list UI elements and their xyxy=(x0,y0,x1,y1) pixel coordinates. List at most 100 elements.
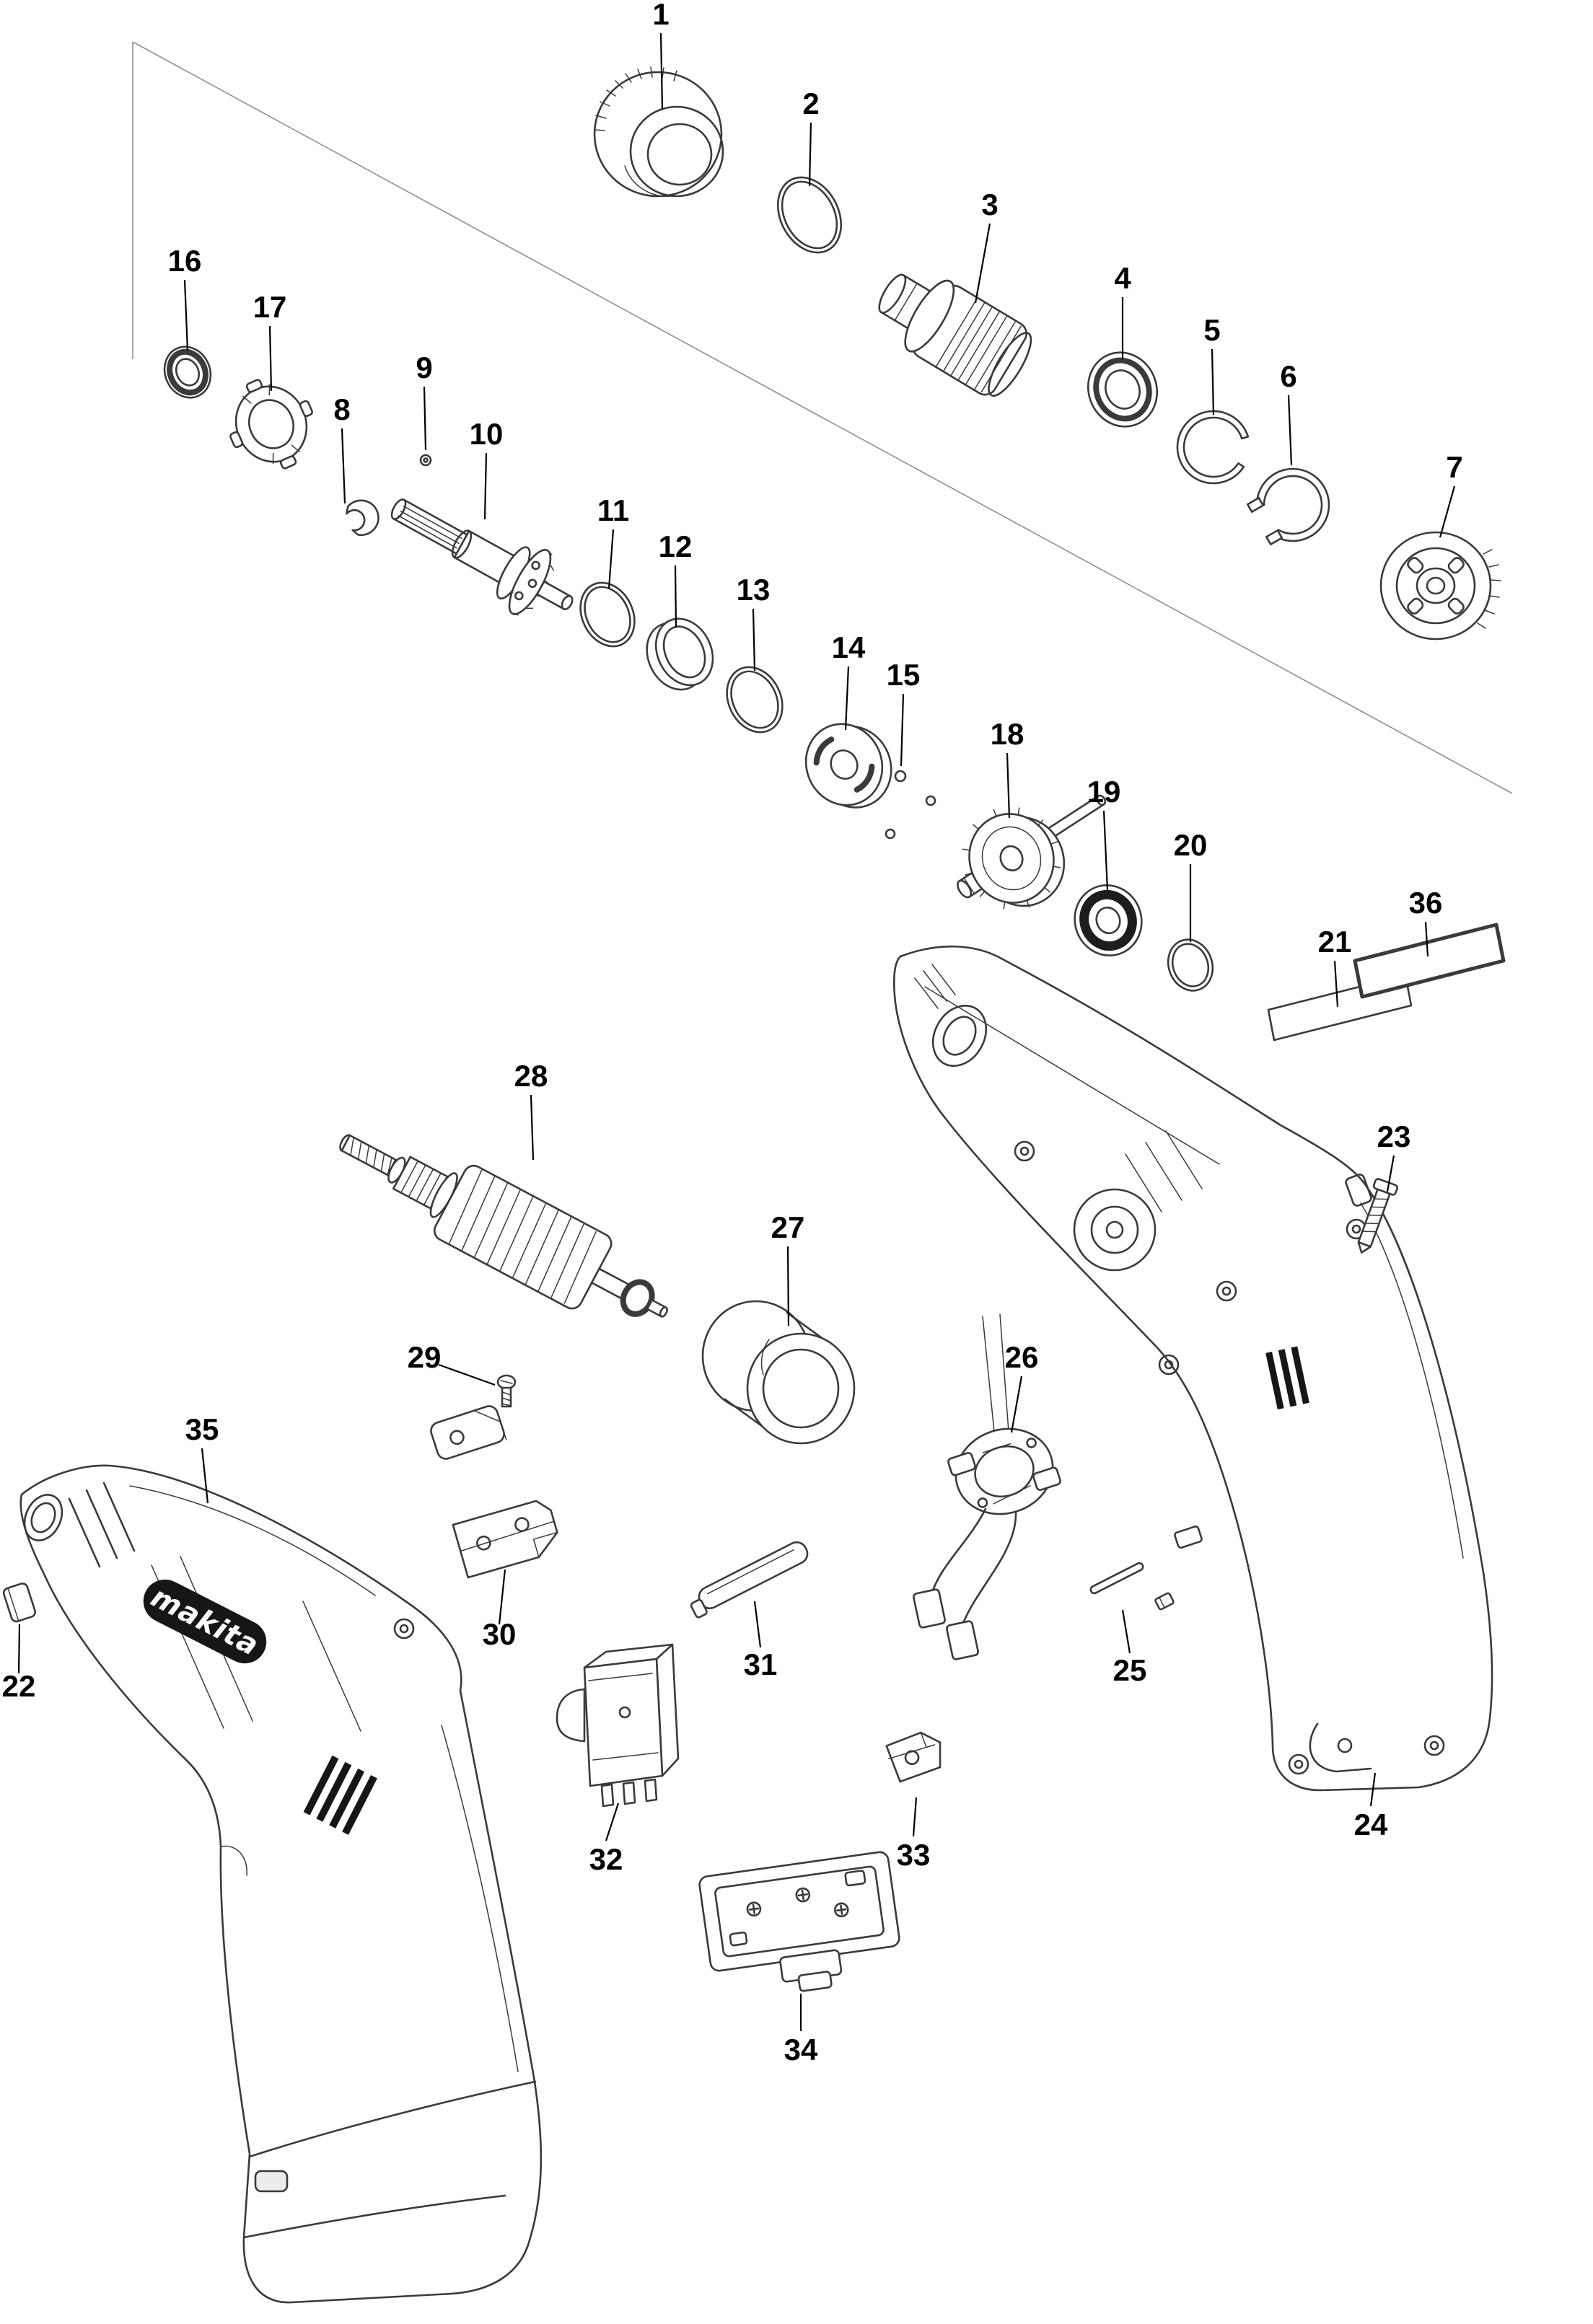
callout-number: 8 xyxy=(333,392,350,426)
callout-number: 15 xyxy=(887,658,921,692)
callout-leader-line xyxy=(530,1094,535,1161)
callout-number: 21 xyxy=(1318,925,1352,959)
callout-leader-line xyxy=(753,1601,762,1648)
callout-8: 8 xyxy=(333,392,351,504)
callout-leader-line xyxy=(1006,752,1011,819)
callout-number: 9 xyxy=(416,351,432,384)
callout-6: 6 xyxy=(1280,359,1297,466)
callout-leader-line xyxy=(498,1569,506,1625)
part-36-label xyxy=(1353,923,1506,999)
part-4-bearing-ring xyxy=(1087,351,1159,428)
callout-leader-line xyxy=(1287,395,1293,466)
part-11-ring xyxy=(579,581,636,648)
callout-number: 5 xyxy=(1203,313,1220,347)
callout-12: 12 xyxy=(659,529,693,628)
callout-24: 24 xyxy=(1354,1772,1388,1841)
callout-number: 27 xyxy=(771,1210,805,1244)
callout-23: 23 xyxy=(1377,1119,1410,1192)
part-31-bar xyxy=(690,1541,809,1619)
callout-19: 19 xyxy=(1087,775,1121,891)
part-7-retainer-cap xyxy=(1379,531,1501,641)
callout-leader-line xyxy=(808,122,812,187)
part-16-seal-ring xyxy=(163,345,212,399)
callout-number: 14 xyxy=(832,630,866,664)
callout-leader-line xyxy=(844,666,850,731)
part-26-brush-holder xyxy=(913,1313,1061,1660)
callout-7: 7 xyxy=(1439,450,1463,538)
part-30-bracket xyxy=(452,1500,558,1579)
callout-29: 29 xyxy=(408,1340,496,1386)
callout-31: 31 xyxy=(744,1601,777,1681)
callout-number: 20 xyxy=(1174,828,1208,862)
axis-lines xyxy=(132,41,1513,794)
callout-number: 26 xyxy=(1005,1340,1039,1374)
callout-33: 33 xyxy=(897,1797,931,1872)
callout-number: 29 xyxy=(408,1340,442,1374)
chuck-nose-rings xyxy=(23,1494,63,1541)
callout-leader-line xyxy=(1211,348,1215,415)
callout-number: 33 xyxy=(897,1838,931,1872)
callout-28: 28 xyxy=(514,1059,548,1161)
callout-15: 15 xyxy=(887,658,921,767)
callout-number: 25 xyxy=(1113,1653,1147,1687)
callout-leader-line xyxy=(268,325,273,392)
callout-number: 24 xyxy=(1354,1808,1388,1841)
part-3-joint-sleeve xyxy=(878,273,1032,397)
callout-leader-line xyxy=(1439,485,1456,538)
callout-number: 34 xyxy=(784,2033,818,2066)
callout-leader-line xyxy=(1010,1376,1023,1433)
gear-boss xyxy=(931,1004,988,1068)
callout-number: 32 xyxy=(589,1842,623,1876)
part-22-block xyxy=(2,1583,37,1623)
callout-26: 26 xyxy=(1005,1340,1039,1433)
callout-leader-line xyxy=(786,1246,790,1326)
callout-17: 17 xyxy=(253,290,286,392)
callout-36: 36 xyxy=(1409,886,1443,957)
callout-number: 1 xyxy=(652,0,669,31)
plate-screws xyxy=(746,1887,849,1918)
callout-number: 36 xyxy=(1409,886,1443,920)
callout-number: 12 xyxy=(659,529,693,563)
vent-slots-right xyxy=(1265,1346,1309,1410)
callout-leader-line xyxy=(607,529,615,589)
part-5-snap-ring xyxy=(1176,410,1250,485)
callout-number: 6 xyxy=(1280,359,1296,393)
callout-number: 19 xyxy=(1087,775,1121,809)
callout-leader-line xyxy=(659,32,664,110)
part-28-armature xyxy=(339,1134,668,1318)
part-19-ball-bearing xyxy=(1074,884,1143,956)
callout-leader-line xyxy=(341,428,346,504)
part-6-retaining-clip xyxy=(1246,467,1330,546)
callout-1: 1 xyxy=(652,0,670,110)
callout-leader-line xyxy=(1424,921,1429,957)
callout-10: 10 xyxy=(470,417,504,520)
callout-number: 10 xyxy=(470,417,504,451)
callout-number: 22 xyxy=(2,1669,36,1703)
callout-11: 11 xyxy=(597,493,629,589)
part-24-housing-right xyxy=(892,945,1493,1792)
callout-number: 11 xyxy=(597,493,629,527)
callout-21: 21 xyxy=(1318,925,1352,1008)
callout-number: 4 xyxy=(1114,261,1131,295)
callout-leader-line xyxy=(605,1803,620,1841)
part-25-pin xyxy=(1089,1562,1175,1611)
callout-leader-line xyxy=(912,1797,918,1837)
callout-leader-line xyxy=(201,1448,209,1504)
part-10-spindle xyxy=(390,498,574,616)
callout-18: 18 xyxy=(991,717,1024,819)
callout-number: 16 xyxy=(168,244,202,278)
part-23-screw xyxy=(1357,1178,1398,1254)
callout-14: 14 xyxy=(832,630,866,731)
callout-leader-line xyxy=(183,279,189,351)
callout-leader-line xyxy=(752,608,756,672)
callout-number: 35 xyxy=(185,1412,219,1446)
callout-leader-line xyxy=(900,693,905,767)
part-20-washer xyxy=(1167,938,1214,992)
callout-22: 22 xyxy=(2,1624,36,1703)
part-35-housing-left: makita xyxy=(19,1464,543,2304)
callout-number: 30 xyxy=(483,1617,517,1651)
vent-slots-left xyxy=(303,1755,377,1835)
callout-35: 35 xyxy=(185,1412,219,1504)
